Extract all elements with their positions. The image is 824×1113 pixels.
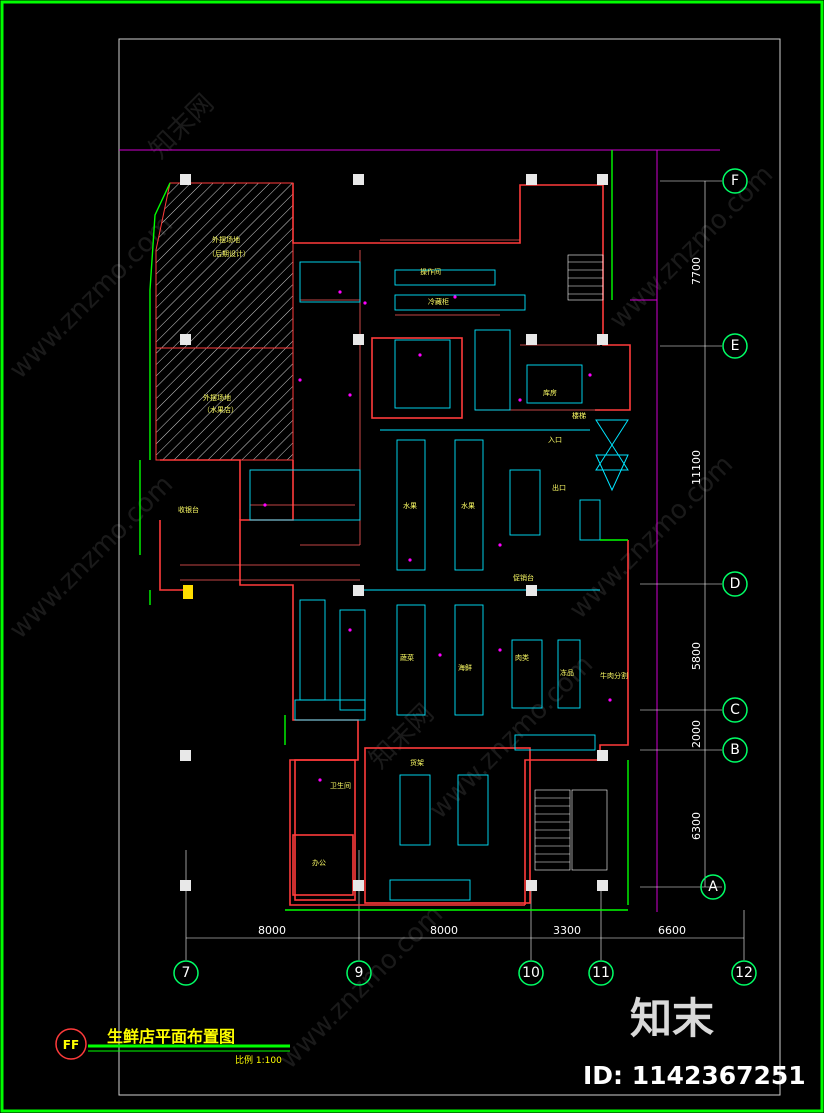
label-meat: 肉类 (515, 653, 529, 662)
label-goods-shelf: 货架 (410, 758, 424, 767)
label-cold-storage: 冷藏柜 (428, 297, 449, 306)
grid-label-10: 10 (522, 965, 540, 981)
fixtures (249, 261, 601, 901)
drawing-scale: 比例 1:100 (235, 1054, 282, 1066)
label-frozen: 冻品 (560, 668, 574, 677)
grid-label-7: 7 (182, 965, 191, 981)
label-exit: 出口 (552, 483, 566, 492)
label-prep: 操作间 (420, 267, 441, 276)
grid-bubbles-right: F E D C B A (700, 168, 748, 900)
inner-border (118, 38, 781, 1096)
watermark-brand-2: 知末网 (364, 699, 440, 775)
label-cashier: 收银台 (178, 505, 199, 514)
title-block: FF 生鲜店平面布置图 比例 1:100 (55, 1027, 290, 1066)
label-storage: 库房 (543, 388, 557, 397)
label-washroom: 卫生间 (330, 781, 351, 790)
columns (180, 174, 608, 891)
label-office: 办公 (312, 858, 326, 867)
label-stair: 楼梯 (572, 411, 586, 420)
grid-label-12: 12 (735, 965, 753, 981)
grid-bubbles-bottom: 7 9 10 11 12 (173, 960, 757, 986)
label-vegetables: 蔬菜 (400, 653, 414, 662)
room-outdoor-bottom-sub: （水果店） (203, 405, 238, 414)
dim-right-4: 2000 (690, 720, 703, 748)
watermark-5: www.znzmo.com (564, 450, 739, 625)
entrance-door (595, 419, 629, 492)
dim-right-1: 7700 (690, 257, 703, 285)
watermark-1: www.znzmo.com (4, 210, 179, 385)
outdoor-area: 外摆场地 （后期设计） 外摆场地 （水果店） (155, 182, 294, 461)
stair-upper (567, 254, 604, 301)
dim-right-5: 6300 (690, 812, 703, 840)
grid-label-B: B (730, 742, 740, 758)
image-id-label: ID: 1142367251 (583, 1061, 806, 1090)
stair-lower (534, 789, 608, 871)
grid-label-F: F (731, 173, 739, 189)
drawing-title: 生鲜店平面布置图 (107, 1027, 235, 1046)
grid-label-E: E (731, 338, 740, 354)
title-symbol: FF (63, 1038, 79, 1052)
watermark-brand-1: 知末网 (144, 89, 220, 165)
label-entrance: 入口 (548, 436, 562, 444)
dim-bottom-2: 8000 (430, 924, 458, 937)
equipment-marks (263, 290, 612, 782)
label-promo: 促销台 (513, 573, 534, 582)
watermark-6: www.znzmo.com (604, 160, 779, 335)
watermark-3: www.znzmo.com (274, 900, 449, 1075)
label-fruit-2: 水果 (461, 501, 475, 510)
label-fresh-meat: 牛肉分割 (600, 671, 628, 680)
dim-bottom-1: 8000 (258, 924, 286, 937)
dim-bottom-3: 3300 (553, 924, 581, 937)
room-outdoor-top: 外摆场地 (212, 235, 240, 244)
dim-right-2: 11100 (690, 450, 703, 485)
glazing (139, 150, 629, 911)
dim-right-3: 5800 (690, 642, 703, 670)
label-seafood: 海鲜 (458, 663, 472, 672)
grid-label-11: 11 (592, 965, 610, 981)
dim-bottom-4: 6600 (658, 924, 686, 937)
grid-label-D: D (730, 576, 741, 592)
brand-logo: 知末 (630, 994, 714, 1043)
room-outdoor-bottom: 外摆场地 (203, 393, 231, 402)
watermark-2: www.znzmo.com (4, 470, 179, 645)
label-fruit-1: 水果 (403, 501, 417, 510)
grid-lines (185, 180, 745, 960)
grid-label-A: A (708, 879, 718, 895)
grid-label-C: C (730, 702, 740, 718)
grid-label-9: 9 (355, 965, 364, 981)
room-outdoor-top-sub: （后期设计） (208, 249, 250, 258)
